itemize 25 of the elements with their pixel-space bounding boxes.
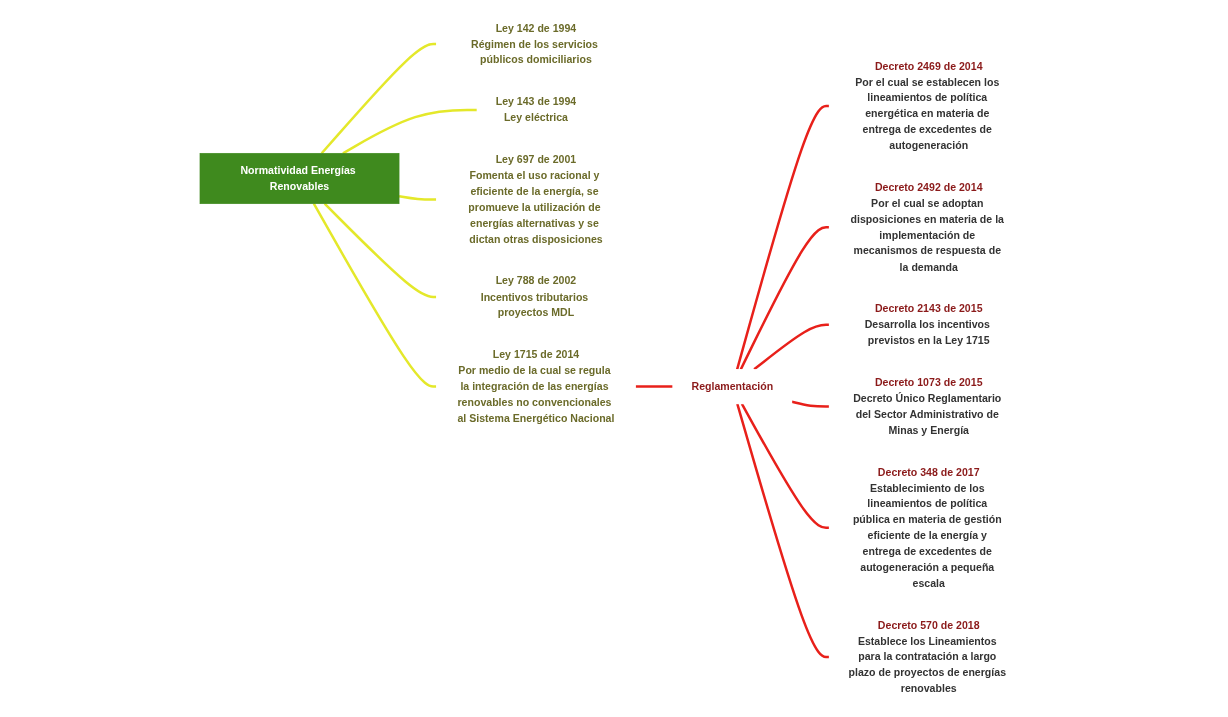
connector — [753, 323, 830, 371]
connector — [320, 42, 437, 155]
connector — [740, 403, 830, 529]
connector — [735, 104, 830, 370]
connector — [398, 194, 437, 201]
node-text: Ley 697 de 2001 Fomenta el uso racional y eficiente de la energía, se promueve la utilización de energías alternativas y se dictan otras disposiciones — [468, 153, 603, 245]
connector — [342, 108, 477, 155]
connector — [635, 385, 673, 388]
connector — [323, 202, 437, 299]
node-text: Ley 1715 de 2014 Por medio de la cual se regula la integración de las energías renovables no convencionales al Sistema Energético Nacional — [457, 348, 615, 425]
node-text: Decreto 570 de 2018 Establece los Lineamientos para la contratación a largo plazo de proyectos de energías renovables — [848, 619, 1006, 695]
node-text: Decreto 2143 de 2015 Desarrolla los incentivos previstos en la Ley 1715 — [864, 302, 990, 347]
connector — [739, 226, 830, 370]
node-text: Ley 788 de 2002 Incentivos tributarios proyectos MDL — [480, 275, 589, 319]
connector — [312, 203, 437, 388]
connector — [791, 400, 830, 408]
node-text: Decreto 348 de 2017 Establecimiento de los lineamientos de política pública en materia de gestión eficiente de la energía y entrega de excedentes de autogeneración a pequeña escala — [852, 466, 1002, 590]
connector — [736, 403, 830, 659]
node-text: Decreto 1073 de 2015 Decreto Único Reglamentario del Sector Administrativo de Minas y Energía — [853, 376, 1002, 436]
node-text: Ley 142 de 1994 Régimen de los servicios públicos domiciliarios — [470, 22, 598, 66]
node-text: Decreto 2469 de 2014 Por el cual se establecen los lineamientos de política energética en materia de entrega de excedentes de autogeneración — [855, 60, 1000, 152]
node-text: Reglamentación — [691, 380, 774, 393]
node-text: Ley 143 de 1994 Ley eléctrica — [495, 95, 577, 124]
node-box: Normatividad Energías Renovables — [199, 153, 400, 204]
node-text: Decreto 2492 de 2014 Por el cual se adoptan disposiciones en materia de la implementación de mecanismos de respuesta de la demanda — [850, 181, 1004, 273]
